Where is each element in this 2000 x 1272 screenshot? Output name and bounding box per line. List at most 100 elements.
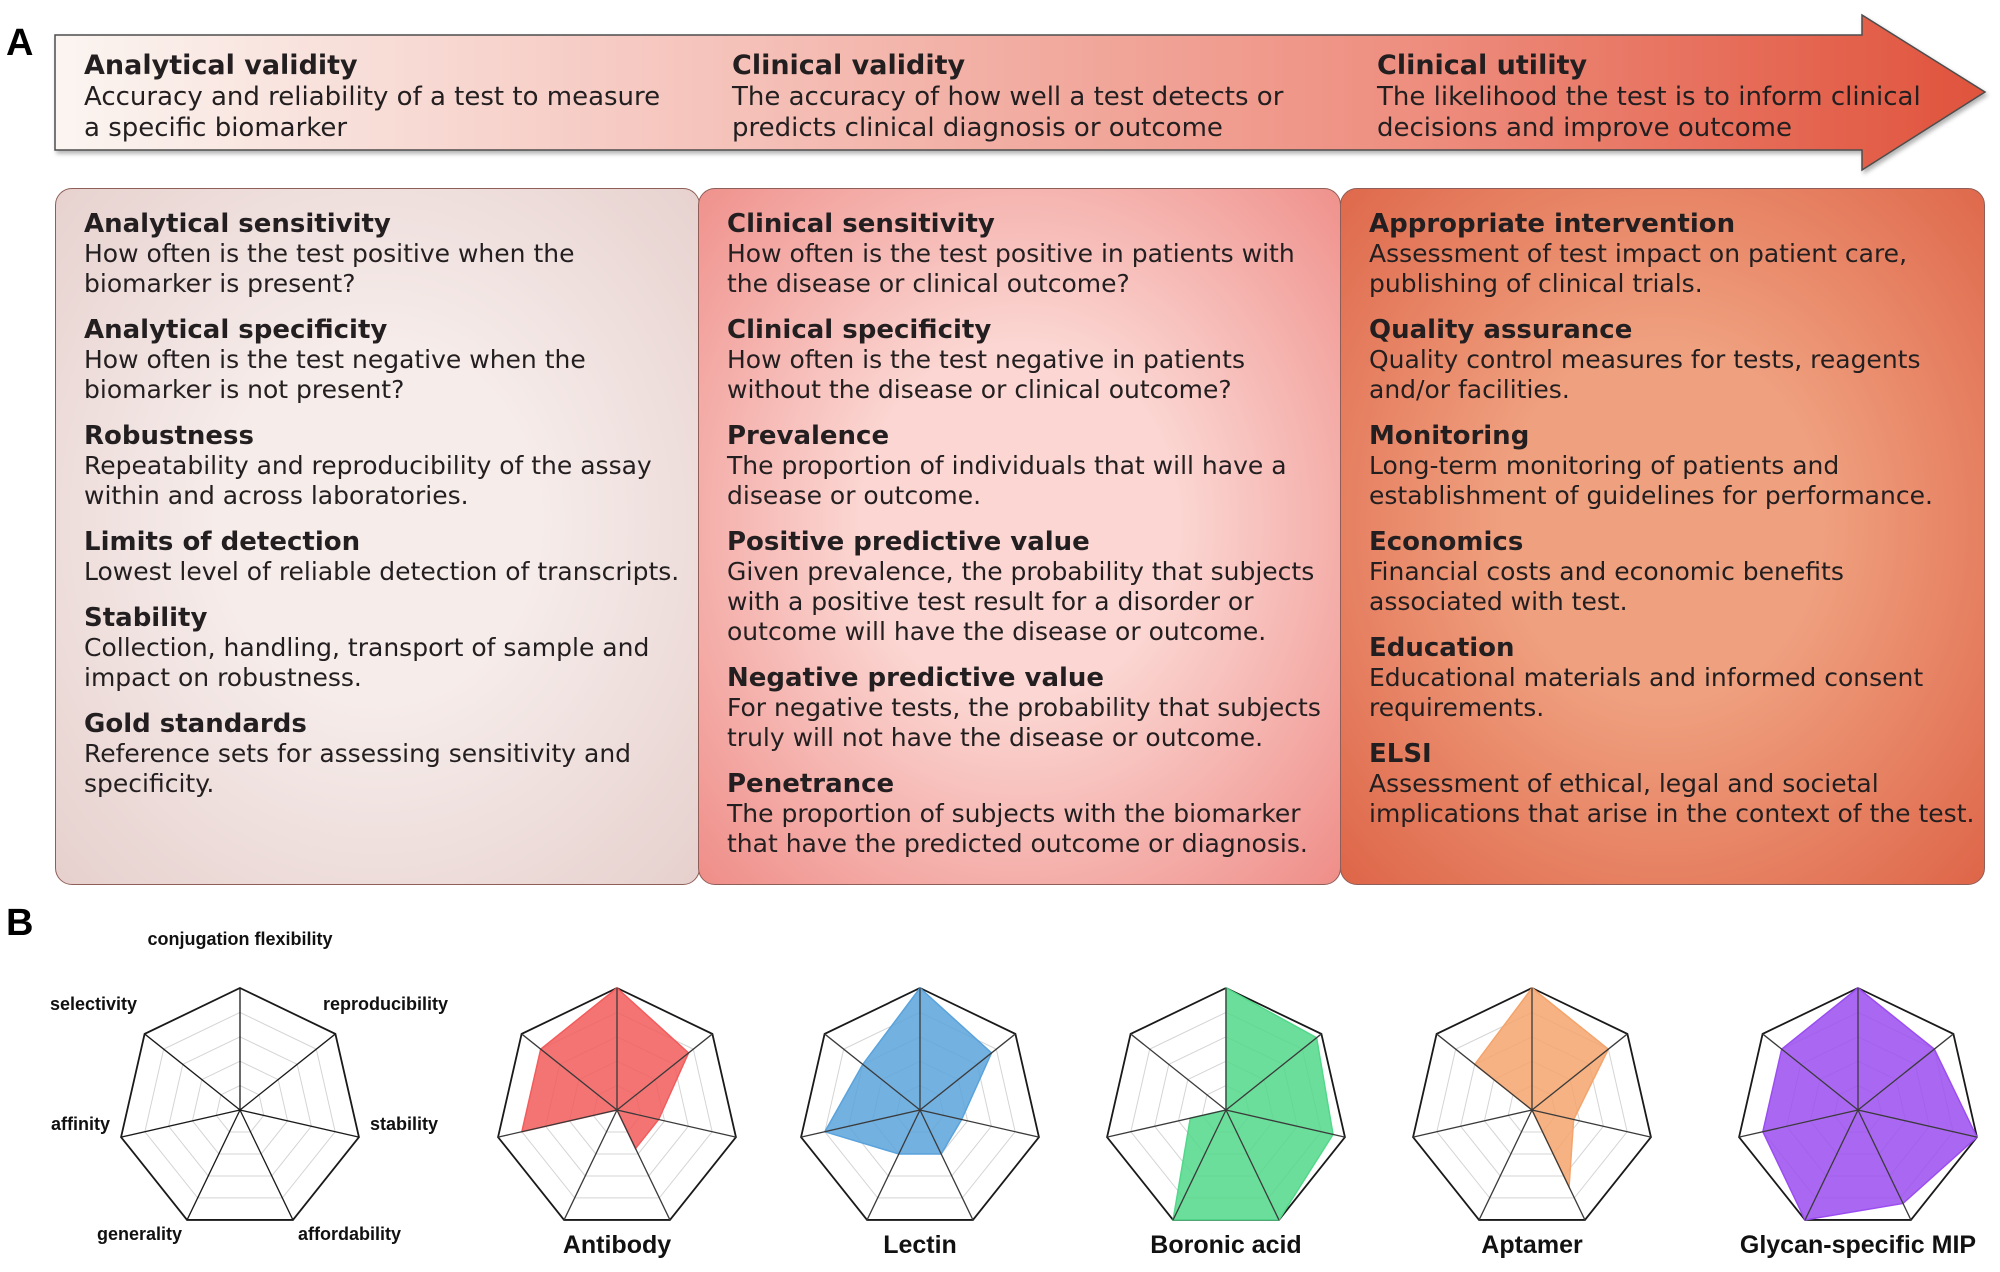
radar-spoke bbox=[239, 1033, 336, 1111]
radar-legend-chart: conjugation flexibilityreproducibilityst… bbox=[50, 929, 448, 1244]
axis-label-reproducibility: reproducibility bbox=[323, 994, 448, 1014]
radar-spoke bbox=[800, 1109, 921, 1138]
radar-area-boronic-acid bbox=[1172, 986, 1334, 1221]
panel-label-a: A bbox=[6, 22, 34, 64]
series-label-boronic-acid: Boronic acid bbox=[1150, 1231, 1301, 1259]
criterion-heading: Appropriate intervention bbox=[1369, 209, 1736, 239]
radar-spoke bbox=[919, 1033, 1016, 1111]
radar-chart-boronic-acid: Boronic acid bbox=[1106, 986, 1346, 1259]
radar-area-aptamer bbox=[1473, 986, 1610, 1190]
criterion-heading: Analytical sensitivity bbox=[84, 209, 391, 239]
radar-spoke bbox=[1804, 1109, 1859, 1221]
arrow-section-description: The accuracy of how well a test detects … bbox=[732, 82, 1284, 143]
radar-spoke bbox=[563, 1109, 618, 1221]
criterion-heading: Economics bbox=[1369, 527, 1524, 557]
radar-spoke bbox=[521, 1033, 618, 1111]
criterion-description: Lowest level of reliable detection of tr… bbox=[84, 557, 680, 586]
arrow-section-clinical-validity: Clinical validity The accuracy of how we… bbox=[732, 50, 1332, 144]
radar-spoke bbox=[824, 1033, 921, 1111]
criterion-heading: Stability bbox=[84, 603, 208, 633]
criterion-heading: Analytical specificity bbox=[84, 315, 388, 345]
radar-spoke bbox=[1436, 1033, 1533, 1111]
radar-grid-ring bbox=[1412, 987, 1652, 1221]
criterion-heading: Monitoring bbox=[1369, 421, 1530, 451]
criterion-heading: Clinical specificity bbox=[727, 315, 992, 345]
radar-spoke bbox=[616, 1109, 671, 1221]
series-label-antibody: Antibody bbox=[563, 1231, 671, 1259]
criterion-description: Given prevalence, the probability that s… bbox=[727, 557, 1315, 646]
criterion-description: How often is the test negative in patien… bbox=[727, 345, 1245, 404]
criterion-description: How often is the test positive when the … bbox=[84, 239, 575, 298]
criterion-heading: Prevalence bbox=[727, 421, 890, 451]
criterion-heading: Education bbox=[1369, 633, 1515, 663]
criterion-description: Collection, handling, transport of sampl… bbox=[84, 633, 650, 692]
radar-grid-ring bbox=[1738, 987, 1978, 1221]
radar-grid-ring bbox=[215, 1085, 265, 1133]
arrow-section-heading: Analytical validity bbox=[84, 50, 358, 81]
radar-spoke bbox=[1857, 1033, 1954, 1111]
criterion-description: The proportion of subjects with the biom… bbox=[727, 799, 1308, 858]
radar-grid-ring bbox=[1436, 1011, 1628, 1199]
radar-grid-ring bbox=[497, 987, 737, 1221]
validity-arrow bbox=[54, 13, 1987, 172]
radar-grid-ring bbox=[800, 987, 1040, 1221]
radar-spoke bbox=[1412, 1109, 1533, 1138]
radar-spoke bbox=[919, 1109, 1040, 1138]
radar-spoke bbox=[1130, 1033, 1227, 1111]
criterion-description: How often is the test positive in patien… bbox=[727, 239, 1295, 298]
axis-label-affordability: affordability bbox=[298, 1224, 401, 1244]
criterion-heading: Clinical sensitivity bbox=[727, 209, 995, 239]
radar-spoke bbox=[1172, 1109, 1227, 1221]
arrow-section-description: Accuracy and reliability of a test to me… bbox=[84, 82, 661, 143]
axis-label-affinity: affinity bbox=[51, 1114, 110, 1134]
radar-spoke bbox=[1225, 1109, 1280, 1221]
radar-area-antibody bbox=[520, 987, 690, 1150]
criterion-heading: Quality assurance bbox=[1369, 315, 1633, 345]
radar-grid-ring bbox=[168, 1036, 312, 1177]
criterion-description: For negative tests, the probability that… bbox=[727, 693, 1321, 752]
radar-chart-antibody: Antibody bbox=[497, 987, 737, 1259]
series-label-lectin: Lectin bbox=[883, 1231, 957, 1259]
criterion-description: Long-term monitoring of patients and est… bbox=[1369, 451, 1933, 510]
radar-spoke bbox=[1531, 1109, 1652, 1138]
criterion-description: Financial costs and economic benefits as… bbox=[1369, 557, 1844, 616]
radar-spoke bbox=[616, 1033, 713, 1111]
radar-spoke bbox=[1857, 1109, 1912, 1221]
criterion-heading: Limits of detection bbox=[84, 527, 361, 557]
criterion-description: The proportion of individuals that will … bbox=[727, 451, 1287, 510]
axis-label-selectivity: selectivity bbox=[50, 994, 137, 1014]
radar-spoke bbox=[1225, 1109, 1346, 1138]
panel-label-b: B bbox=[6, 902, 34, 944]
arrow-section-clinical-utility: Clinical utility The likelihood the test… bbox=[1377, 50, 1977, 144]
criterion-description: Assessment of ethical, legal and societa… bbox=[1369, 769, 1975, 828]
series-label-glycan-specific-mip: Glycan-specific MIP bbox=[1740, 1231, 1976, 1259]
criterion-heading: ELSI bbox=[1369, 739, 1432, 769]
axis-label-conjugation-flexibility: conjugation flexibility bbox=[147, 929, 332, 949]
radar-area-glycan-specific-mip bbox=[1762, 987, 1978, 1221]
radar-spoke bbox=[1531, 1033, 1628, 1111]
radar-spoke bbox=[1478, 1109, 1533, 1221]
criterion-description: Assessment of test impact on patient car… bbox=[1369, 239, 1908, 298]
radar-spoke bbox=[616, 1109, 737, 1138]
radar-grid-ring bbox=[824, 1011, 1016, 1199]
radar-spoke bbox=[186, 1109, 241, 1221]
criterion-description: Educational materials and informed conse… bbox=[1369, 663, 1924, 722]
radar-spoke bbox=[919, 1109, 974, 1221]
radar-chart-aptamer: Aptamer bbox=[1412, 986, 1652, 1259]
radar-chart-lectin: Lectin bbox=[800, 986, 1040, 1259]
